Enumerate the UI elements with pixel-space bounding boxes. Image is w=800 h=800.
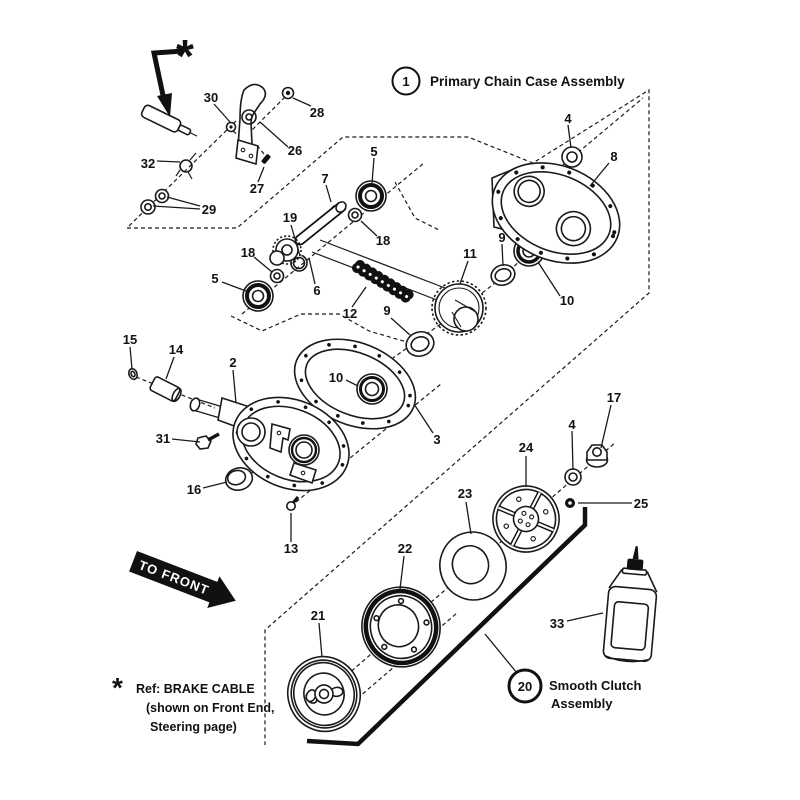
part-label-9-left: 9	[383, 303, 390, 318]
part-label-19: 19	[283, 210, 297, 225]
washer-18-left	[269, 268, 285, 284]
clutch-callout-label-line1: Smooth Clutch	[549, 678, 641, 693]
nut-25	[565, 498, 575, 508]
middle-shelf-outline	[230, 313, 418, 346]
clutch-callout-label-line2: Assembly	[551, 696, 613, 711]
part-label-14: 14	[169, 342, 184, 357]
bolt-31	[195, 432, 220, 450]
footnote: * Ref: BRAKE CABLE (shown on Front End, …	[112, 672, 274, 734]
title-callout-number: 1	[402, 74, 409, 89]
leader-lines	[129, 97, 632, 674]
part-label-17: 17	[607, 390, 621, 405]
clip-32	[175, 152, 197, 180]
part-label-28: 28	[310, 105, 324, 120]
spacer-14	[149, 376, 182, 403]
part-label-18-left: 18	[241, 245, 255, 260]
bolt-30	[225, 121, 237, 133]
part-label-32: 32	[141, 156, 155, 171]
washer-4-top	[561, 146, 583, 168]
part-label-27: 27	[250, 181, 264, 196]
part-label-23: 23	[458, 486, 472, 501]
part-label-6: 6	[313, 283, 320, 298]
part-label-4-clutch: 4	[568, 417, 576, 432]
bolt-28	[281, 86, 295, 100]
brake-lever	[235, 83, 267, 166]
part-label-5-upper: 5	[370, 144, 377, 159]
part-label-8: 8	[610, 149, 617, 164]
part-label-25: 25	[634, 496, 648, 511]
chain-12	[352, 260, 416, 304]
spoked-plate-24	[492, 485, 560, 553]
part-label-24: 24	[519, 440, 534, 455]
friction-disc-23	[439, 531, 507, 601]
footnote-asterisk: *	[112, 672, 123, 703]
pointer-arrowhead	[157, 93, 172, 117]
diagram-title: Primary Chain Case Assembly	[430, 74, 625, 89]
cover-axis	[518, 97, 644, 203]
jackshaft-axis	[241, 162, 425, 315]
part-label-31: 31	[156, 431, 170, 446]
brake-cable	[140, 104, 198, 137]
clutch-callout-number: 20	[518, 679, 532, 694]
parts	[127, 83, 658, 733]
part-label-21: 21	[311, 608, 325, 623]
part-label-4-top: 4	[564, 111, 572, 126]
bearing-10-gasket	[356, 373, 388, 405]
pulley-21	[287, 655, 361, 733]
sprocket-11	[431, 280, 487, 336]
part-label-5-left: 5	[211, 271, 218, 286]
part-labels: 2 3 4 4 5 5 6 7 8 9 9 10 10 11 12 13 14 …	[123, 90, 648, 631]
part-label-2: 2	[229, 355, 236, 370]
title-callout: 1 Primary Chain Case Assembly	[391, 66, 625, 96]
clutch-drum-22	[361, 586, 441, 668]
chain-case-cover-8	[491, 162, 621, 264]
part-label-29: 29	[202, 202, 216, 217]
footnote-line3: Steering page)	[150, 720, 237, 734]
bushing-9-left	[405, 330, 435, 358]
part-label-33: 33	[550, 616, 564, 631]
brake-cable-pointer: *	[150, 30, 194, 117]
washer-18-right	[347, 207, 363, 223]
part-label-26: 26	[288, 143, 302, 158]
part-label-11: 11	[463, 246, 477, 261]
lever-bolt-axis	[243, 96, 286, 139]
bearing-5-left	[242, 280, 274, 312]
upper-shelf-outline	[394, 181, 440, 231]
part-label-18-right: 18	[376, 233, 390, 248]
clutch-callout: 20 Smooth Clutch Assembly	[507, 668, 641, 711]
part-label-13: 13	[284, 541, 298, 556]
washers-29	[140, 188, 170, 215]
part-label-10-cover: 10	[560, 293, 574, 308]
clutch-group-bracket	[306, 507, 588, 747]
part-label-16: 16	[187, 482, 201, 497]
part-label-3: 3	[433, 432, 440, 447]
chain-case-housing-2	[189, 396, 350, 492]
nut-17	[585, 444, 609, 468]
part-label-9-right: 9	[498, 230, 505, 245]
ring-15	[127, 367, 139, 381]
part-label-22: 22	[398, 541, 412, 556]
footnote-line1: Ref: BRAKE CABLE	[136, 682, 255, 696]
to-front-arrow: TO FRONT	[129, 551, 236, 608]
pin-27	[261, 154, 271, 164]
bolt-13	[285, 496, 300, 511]
part-label-10-gasket: 10	[329, 370, 343, 385]
top-asterisk: *	[176, 30, 194, 82]
washer-4-clutch	[564, 468, 582, 486]
part-label-15: 15	[123, 332, 137, 347]
chain-run-line-1	[319, 239, 446, 289]
bearing-5-upper	[355, 180, 387, 212]
oil-bottle-33	[602, 546, 658, 663]
spokes	[497, 491, 555, 547]
part-label-7: 7	[321, 171, 328, 186]
part-label-12: 12	[343, 306, 357, 321]
shaft-sprocket-6	[269, 201, 347, 266]
part-label-30: 30	[204, 90, 218, 105]
footnote-line2: (shown on Front End,	[146, 701, 274, 715]
bushing-9-right	[490, 263, 516, 287]
